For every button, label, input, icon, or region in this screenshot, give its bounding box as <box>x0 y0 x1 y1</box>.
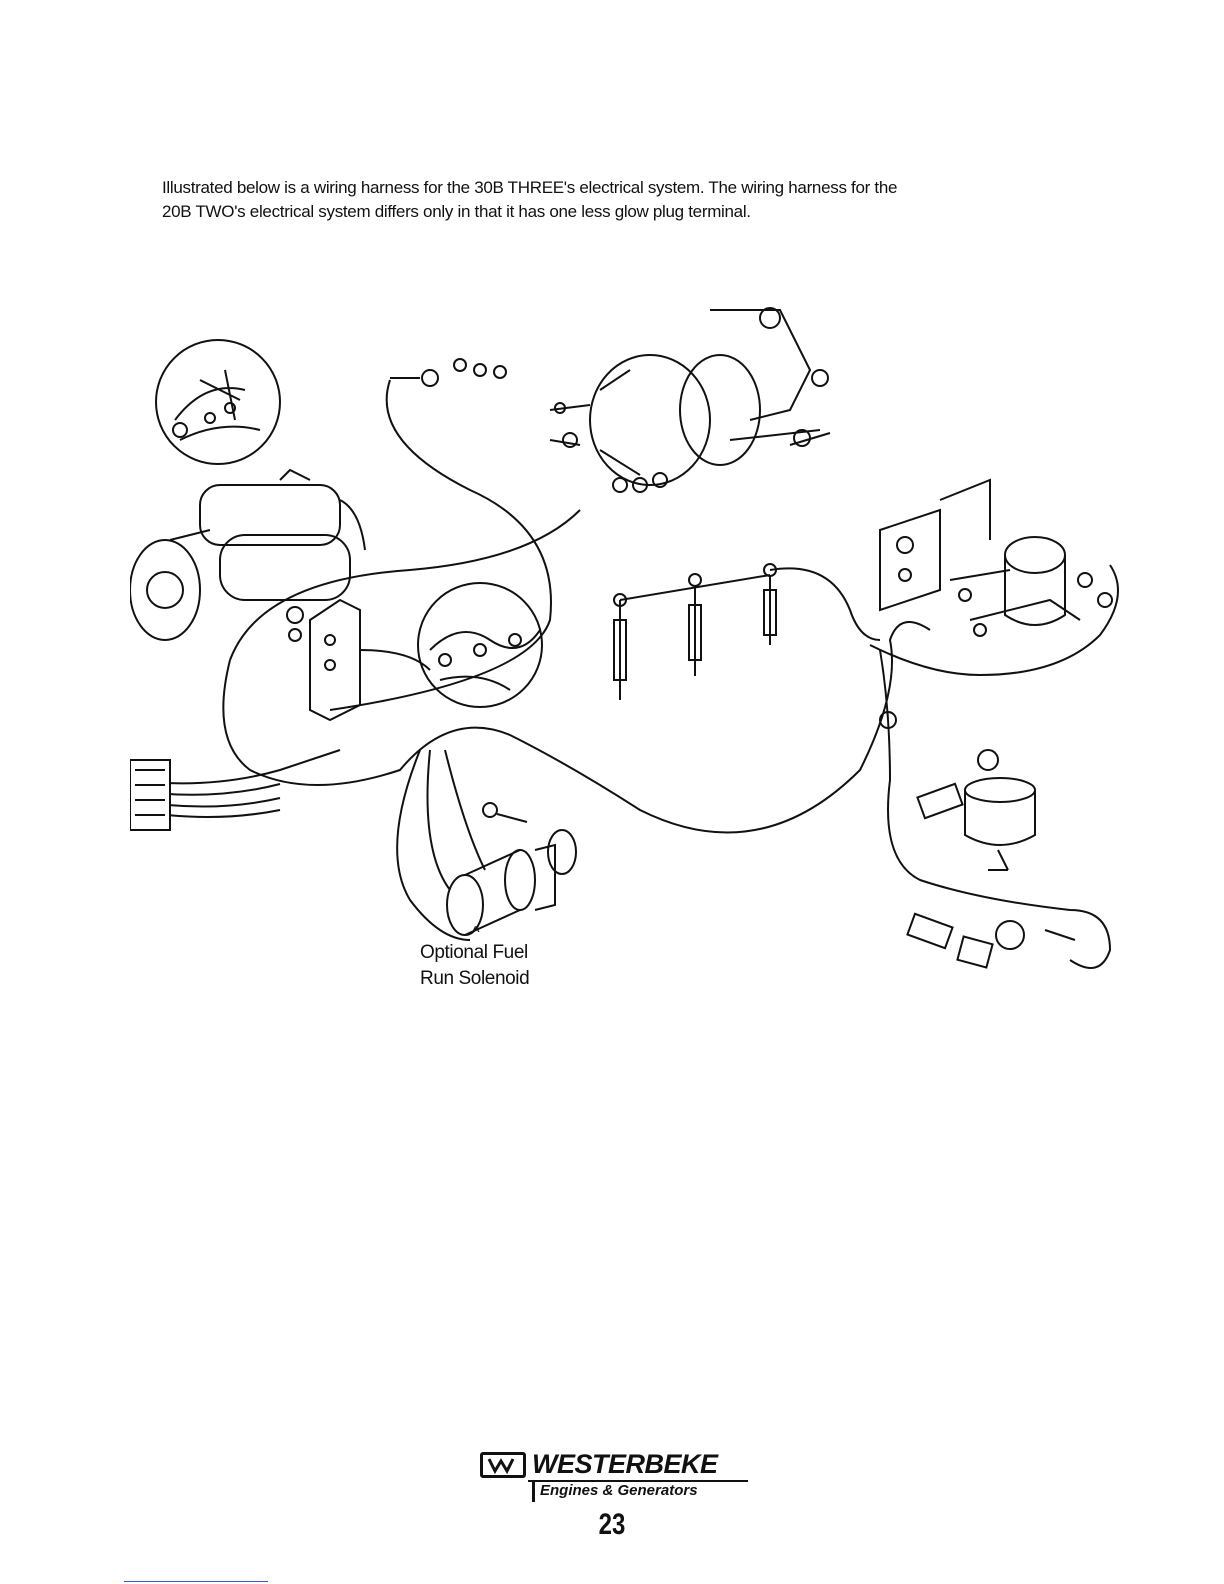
callout-line-2: Run Solenoid <box>420 966 580 992</box>
logo-subtitle: Engines & Generators <box>540 1482 698 1500</box>
alternator <box>590 308 830 492</box>
top-connectors <box>330 359 590 710</box>
callout-caret: ^ <box>472 926 580 940</box>
westerbeke-emblem-icon <box>480 1452 526 1478</box>
westerbeke-logo: WESTERBEKE Engines & Generators <box>480 1448 760 1506</box>
relay-bracket-left <box>287 600 430 720</box>
callout-line-1: Optional Fuel <box>420 940 580 966</box>
inset-detail-starter <box>156 340 280 464</box>
glow-plugs <box>614 564 880 700</box>
main-harness <box>130 510 930 833</box>
intro-line-1: Illustrated below is a wiring harness fo… <box>162 176 1082 200</box>
intro-line-2: 20B TWO's electrical system differs only… <box>162 200 1082 224</box>
wiring-harness-diagram <box>130 290 1130 1010</box>
logo-divider <box>532 1480 535 1502</box>
sender-group-right <box>880 650 1110 968</box>
fuel-run-solenoid <box>397 750 576 940</box>
page-number: 23 <box>122 1508 1101 1542</box>
logo-wordmark: WESTERBEKE <box>532 1448 718 1480</box>
inset-detail-connectors <box>418 583 542 707</box>
preheat-solenoid <box>870 480 1118 675</box>
optional-fuel-solenoid-callout: ^ Optional Fuel Run Solenoid <box>420 926 580 992</box>
footer-rule <box>124 1581 268 1582</box>
starter-motor <box>130 470 365 640</box>
intro-text: Illustrated below is a wiring harness fo… <box>162 176 1082 224</box>
